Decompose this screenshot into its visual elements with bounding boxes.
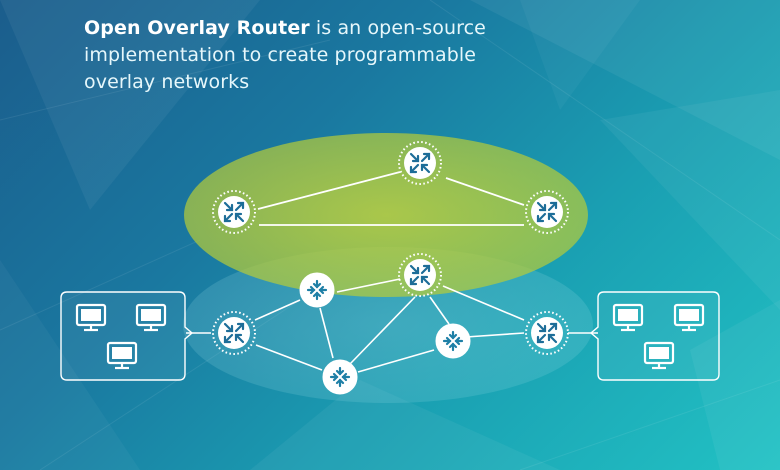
switch-icon <box>298 271 336 309</box>
right-host-group <box>589 291 720 381</box>
overlay-links <box>257 171 525 226</box>
switch-icon <box>434 322 472 360</box>
headline-rest: is an open-source implementation to crea… <box>84 17 486 93</box>
headline: Open Overlay Router is an open-source im… <box>84 15 504 96</box>
headline-bold: Open Overlay Router <box>84 17 310 39</box>
left-host-group <box>60 291 194 381</box>
underlay-links <box>254 278 525 373</box>
switch-icon <box>321 358 359 396</box>
overlay-ellipse <box>184 133 588 297</box>
